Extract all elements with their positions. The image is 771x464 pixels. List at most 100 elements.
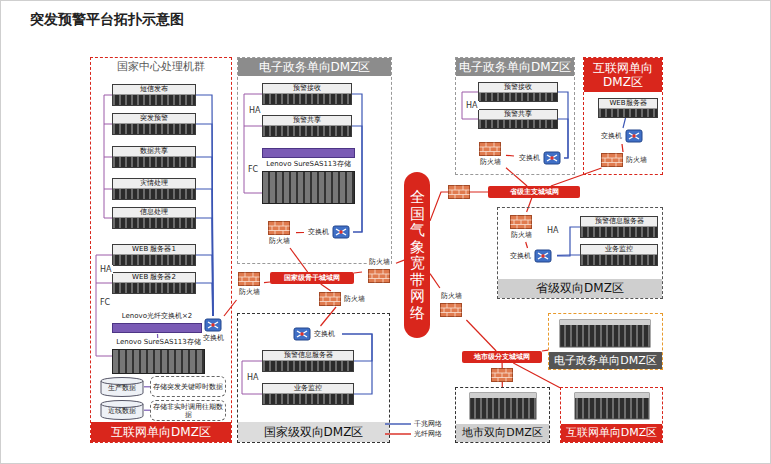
- firewall-icon: [268, 221, 290, 235]
- switch-label: 交换机: [509, 252, 532, 261]
- legend-text: 光纤网络: [414, 430, 442, 439]
- connector: [622, 144, 623, 152]
- server-front: [581, 254, 657, 265]
- firewall-label: 防火墙: [625, 156, 648, 165]
- zone-region: 互联网单向DMZ区: [560, 387, 663, 443]
- connector: [296, 232, 304, 233]
- server-front: [113, 156, 195, 167]
- legend-line: [385, 430, 411, 438]
- brick-mortar: [449, 186, 470, 199]
- firewall-icon: [449, 186, 470, 199]
- server-top: [470, 393, 536, 398]
- zone-title: 地市双向DMZ区: [462, 426, 543, 439]
- legend-line-sample: [385, 423, 411, 424]
- brick-body: [269, 221, 290, 234]
- connector: [321, 307, 337, 326]
- firewall-icon: [238, 272, 260, 286]
- server-front: [113, 217, 195, 228]
- switch-label: 交换机: [518, 154, 541, 163]
- switch-arrows: [297, 331, 307, 337]
- switch-arrows: [538, 253, 548, 259]
- switch-label: 交换机: [202, 334, 225, 343]
- zone-title: 电子政务单向DMZ区: [554, 354, 657, 367]
- connector: [558, 119, 568, 158]
- legend-row: 千兆网络: [385, 419, 442, 429]
- network-switch: 交换机: [503, 248, 557, 264]
- connector: [527, 198, 532, 212]
- diagram-title: 突发预警平台拓扑示意图: [30, 11, 184, 29]
- switch-dot: [211, 323, 215, 327]
- connector: [196, 283, 213, 316]
- server-label: 预警接收: [479, 83, 557, 92]
- zone-region: 国家级双向DMZ区 交换机预警信息服务器业务监控: [237, 313, 390, 443]
- connector: [557, 227, 580, 256]
- storage-note: 存储非实时调用往期数据: [150, 400, 226, 421]
- fibre-switch-body: [112, 323, 202, 333]
- connector: [506, 168, 527, 186]
- server-front: [263, 393, 353, 404]
- callout-label: FC: [99, 298, 111, 307]
- callout-label: HA: [546, 226, 560, 235]
- connector: [557, 254, 580, 256]
- connector: [558, 92, 568, 158]
- server-front: [113, 254, 195, 265]
- switch-body: [535, 250, 551, 262]
- fibre-switch: Lenovo光纤交换机×2: [112, 312, 202, 334]
- zone-title: 国家级双向DMZ区: [264, 425, 364, 439]
- firewall-icon: [319, 292, 341, 306]
- backbone-pillar: 全国气象宽带网络: [404, 172, 430, 338]
- brick-body: [449, 186, 470, 199]
- connector: [196, 255, 213, 316]
- zone-title: 互联网单向DMZ区: [111, 425, 211, 439]
- zone-region: 电子政务单向DMZ区预警接收预警共享交换机防火墙: [455, 57, 575, 175]
- network-switch: 交换机: [304, 224, 353, 240]
- server: 短信发布: [112, 84, 196, 106]
- firewall: 防火墙: [362, 254, 396, 286]
- server: 预警信息服务器: [262, 350, 354, 372]
- server: WEB 服务器1: [112, 244, 196, 266]
- zone-region: 电子政务单向DMZ区预警接收预警共享Lenovo SureSAS113存储交换机…: [237, 57, 392, 264]
- cylinder-body: [101, 401, 143, 420]
- network-band: 省级主支城域网: [488, 186, 580, 198]
- zone-title: 电子政务单向DMZ区: [259, 60, 371, 74]
- server-label: 业务监控: [581, 245, 657, 254]
- server-front: [479, 119, 557, 128]
- switch-dot: [541, 254, 545, 258]
- server-label: 预警共享: [479, 110, 557, 119]
- firewall-icon: [479, 142, 501, 156]
- band-label: 省级主支城域网: [510, 188, 559, 197]
- brick-body: [239, 272, 260, 285]
- firewall-label: 防火墙: [440, 292, 463, 301]
- connector: [196, 157, 213, 316]
- zone-title: 互联网单向DMZ区: [566, 426, 658, 439]
- firewall-icon: [440, 303, 462, 317]
- firewall-icon: [368, 269, 390, 283]
- brick-mortar: [369, 269, 390, 282]
- server-label: 预警接收: [263, 84, 351, 93]
- server-label: 灾情处理: [113, 179, 195, 188]
- storage-array: Lenovo SureSAS113存储: [112, 338, 205, 374]
- firewall: 防火墙: [262, 218, 296, 248]
- server-picture: [470, 393, 536, 419]
- cylinder-body: [101, 378, 143, 397]
- storage-body: [112, 349, 205, 374]
- device-label: Lenovo SureSAS113存储: [266, 160, 351, 169]
- firewall-label: 防火墙: [268, 237, 291, 246]
- zone-region: 省级双向DMZ区防火墙交换机预警信息服务器业务监控: [497, 207, 663, 299]
- network-switch: 交换机: [514, 150, 564, 166]
- server-label: 预警信息服务器: [581, 217, 657, 226]
- server-front: [599, 108, 657, 117]
- connector: [224, 300, 237, 316]
- server: 数据共享: [112, 146, 196, 168]
- connector: [354, 272, 362, 273]
- switch-arrows: [336, 229, 346, 235]
- server-label: 业务监控: [263, 384, 353, 393]
- firewall-label: 防火墙: [368, 258, 391, 267]
- firewall-label: 防火墙: [510, 231, 533, 240]
- database-label: 近线数据: [108, 407, 136, 416]
- network-band: 国家级骨干城域网: [270, 272, 354, 284]
- ha-bracket: [242, 361, 262, 394]
- network-switch: 交换机: [592, 128, 650, 144]
- switch-label: 交换机: [313, 330, 336, 339]
- storage-array: Lenovo SureSAS113存储: [262, 148, 355, 204]
